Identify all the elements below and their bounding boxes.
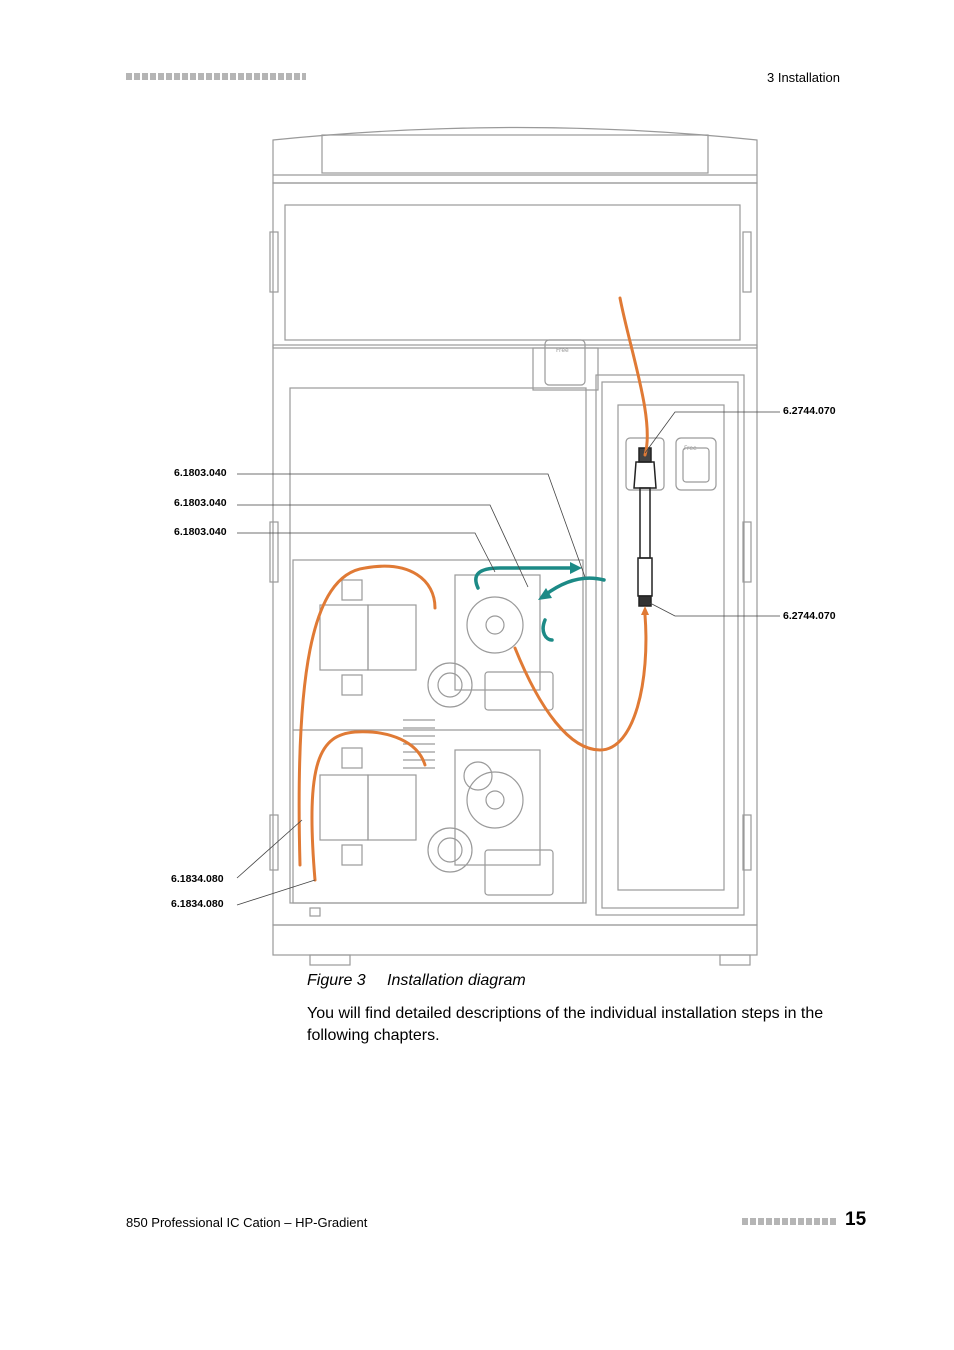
page-number: 15 xyxy=(845,1209,867,1230)
header-decoration xyxy=(126,73,306,80)
label-6-1803-040-c: 6.1803.040 xyxy=(174,526,227,538)
free-label-door: Free xyxy=(684,445,697,452)
label-6-1803-040-a: 6.1803.040 xyxy=(174,467,227,479)
free-label-top: Free xyxy=(556,347,569,354)
label-6-1834-080-b: 6.1834.080 xyxy=(171,898,224,910)
label-6-1834-080-a: 6.1834.080 xyxy=(171,873,224,885)
figure-title: Installation diagram xyxy=(387,972,526,989)
figure-caption: Figure 3 Installation diagram xyxy=(307,972,526,990)
label-6-1803-040-b: 6.1803.040 xyxy=(174,497,227,509)
label-6-2744-070-top: 6.2744.070 xyxy=(783,405,836,417)
footer-title: 850 Professional IC Cation – HP-Gradient xyxy=(126,1215,368,1230)
label-6-2744-070-bottom: 6.2744.070 xyxy=(783,610,836,622)
installation-diagram: Free Free xyxy=(160,120,850,970)
footer-decoration xyxy=(742,1218,838,1225)
figure-number: Figure 3 xyxy=(307,972,366,989)
chapter-title: 3 Installation xyxy=(767,70,840,85)
body-paragraph: You will find detailed descriptions of t… xyxy=(307,1005,824,1044)
device-drawing: Free Free xyxy=(236,126,780,966)
